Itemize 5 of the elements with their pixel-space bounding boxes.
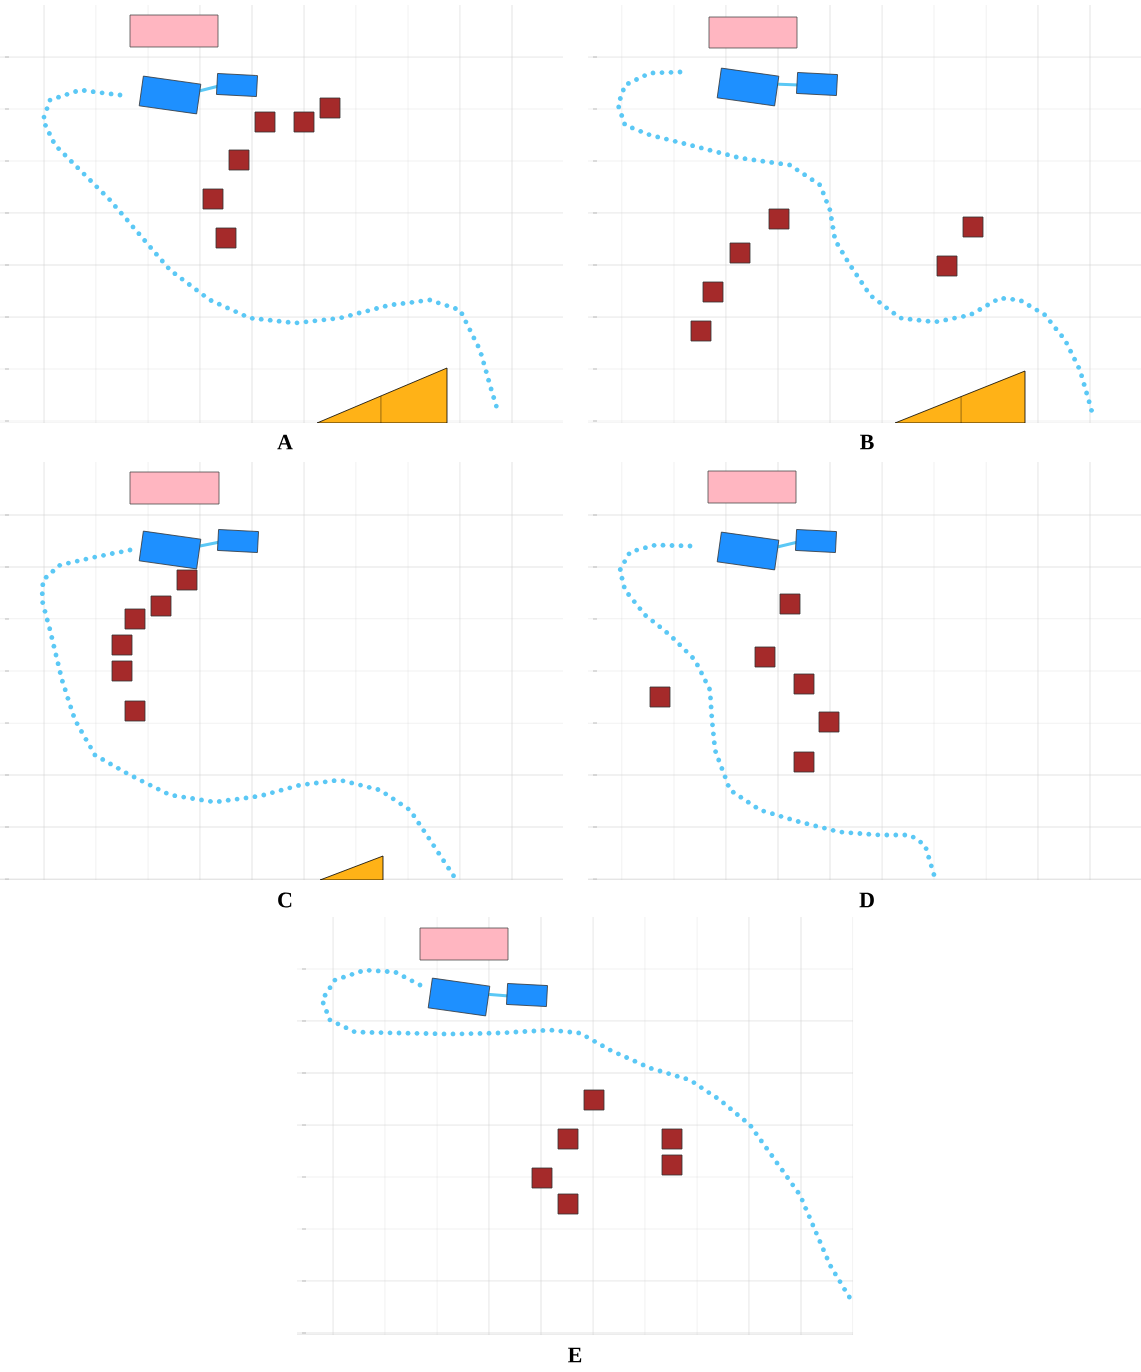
panel-label: E	[568, 1347, 582, 1363]
panel-label: A	[277, 434, 293, 450]
panel-label: B	[860, 434, 874, 450]
panel-label: D	[859, 892, 874, 908]
panel-label: C	[278, 892, 292, 908]
